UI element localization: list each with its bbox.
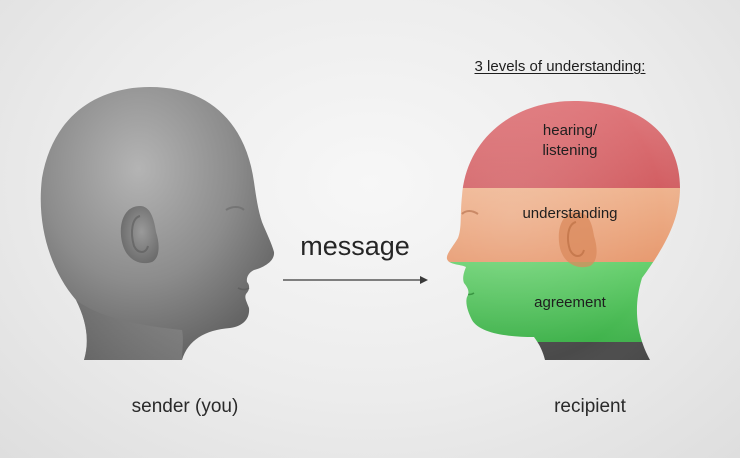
level-hearing-text: hearing/ listening	[542, 122, 598, 159]
message-label: message	[300, 231, 410, 261]
level-agreement-label: agreement	[534, 294, 606, 311]
message-arrow-icon	[283, 276, 428, 284]
recipient-label: recipient	[554, 396, 626, 417]
level-understanding-label: understanding	[522, 205, 618, 222]
levels-title: 3 levels of understanding:	[474, 58, 646, 75]
sender-head-icon	[40, 87, 275, 360]
sender-label: sender (you)	[131, 396, 239, 417]
level-hearing-label: hearing/ listening	[500, 121, 640, 161]
